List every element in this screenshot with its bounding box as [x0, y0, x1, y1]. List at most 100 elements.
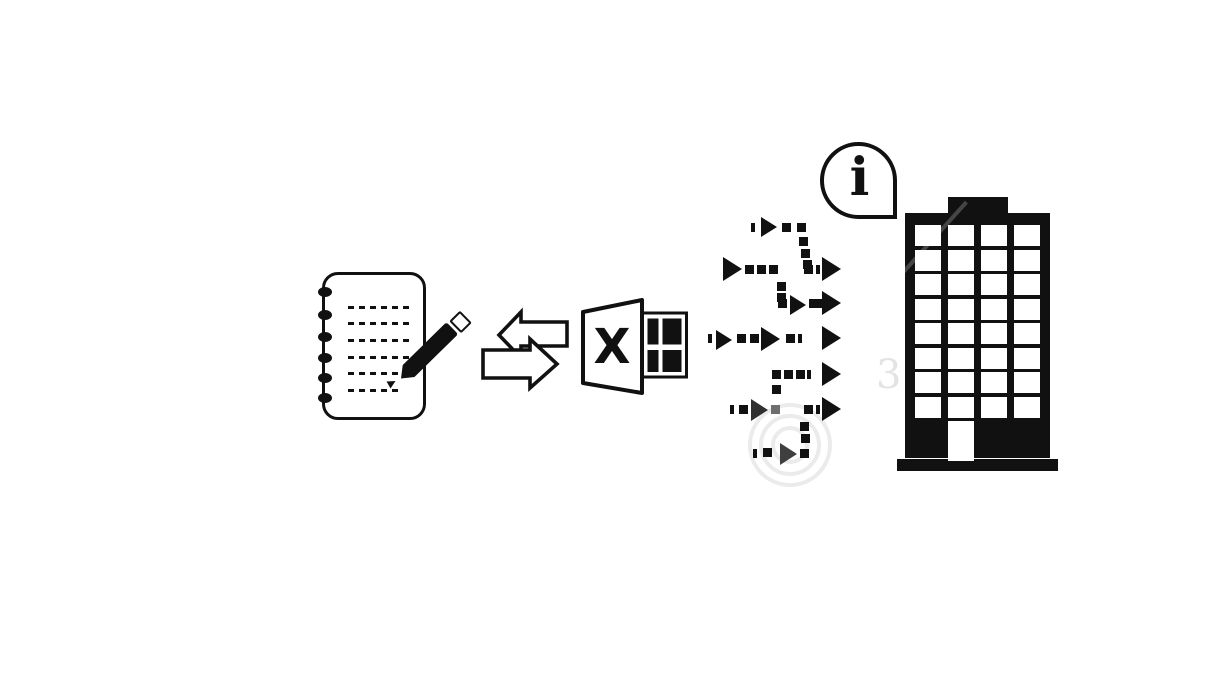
spiral-binding-dot	[318, 373, 332, 383]
building-window	[981, 372, 1007, 393]
note-line	[348, 306, 412, 309]
flow-arrowhead-icon	[822, 257, 841, 281]
flow-dash	[801, 249, 810, 258]
building-window	[981, 396, 1007, 418]
building-window	[1014, 372, 1040, 393]
building-window	[981, 225, 1007, 246]
flow-dash	[753, 449, 757, 458]
building-window	[915, 298, 941, 320]
building-window	[1014, 225, 1040, 246]
flow-dash	[796, 370, 805, 379]
spiral-binding-dot	[318, 332, 332, 342]
notebook-page	[322, 272, 426, 420]
building-base	[897, 459, 1058, 471]
note-line	[348, 356, 412, 359]
building-window	[915, 372, 941, 393]
note-line	[348, 339, 412, 342]
flow-dash	[799, 237, 808, 246]
excel-page	[581, 298, 644, 395]
excel-icon: X	[581, 298, 688, 395]
info-glyph: i	[849, 146, 870, 208]
flow-dash	[777, 293, 786, 302]
flow-dash	[782, 223, 791, 232]
building-window	[981, 347, 1007, 369]
flow-arrowhead-icon	[822, 362, 841, 386]
swap-arrows-icon	[481, 307, 569, 393]
building-door	[948, 421, 974, 461]
building-window	[948, 372, 974, 393]
flow-dash	[784, 370, 793, 379]
flow-arrowhead-icon	[780, 443, 797, 465]
window-pane	[662, 318, 682, 345]
spiral-binding-dot	[318, 287, 332, 297]
flow-arrowhead-icon	[716, 330, 732, 350]
building-window	[915, 249, 941, 271]
flow-dash	[777, 282, 786, 291]
excel-x-glyph: X	[593, 319, 630, 375]
building-window	[915, 274, 941, 295]
building-window	[915, 225, 941, 246]
building-window	[1014, 274, 1040, 295]
building-windows	[915, 225, 1040, 418]
flow-dash	[800, 422, 809, 431]
flow-dash	[818, 299, 822, 308]
building-window	[1014, 323, 1040, 344]
flow-dash	[730, 405, 734, 414]
building-window	[948, 225, 974, 246]
flow-dash	[750, 334, 759, 343]
flow-dash	[737, 334, 746, 343]
building-window	[1014, 249, 1040, 271]
note-line	[348, 372, 412, 375]
spiral-binding-dot	[318, 353, 332, 363]
info-bubble-icon: i	[820, 142, 897, 219]
building-window	[948, 274, 974, 295]
flow-arrowhead-icon	[751, 399, 768, 421]
building-window	[981, 323, 1007, 344]
building-window	[948, 347, 974, 369]
flow-dash	[786, 334, 795, 343]
flow-dash	[772, 370, 781, 379]
window-pane	[662, 350, 682, 372]
flow-arrowhead-icon	[822, 326, 841, 350]
building-window	[948, 298, 974, 320]
building-window	[981, 274, 1007, 295]
flow-dash	[800, 449, 809, 458]
office-building-icon	[896, 197, 1060, 473]
watermark-ring	[748, 403, 832, 487]
building-window	[981, 249, 1007, 271]
note-line	[348, 322, 412, 325]
flow-arrowhead-icon	[723, 257, 742, 281]
flow-dash	[751, 223, 755, 232]
building-window	[915, 396, 941, 418]
watermark-fragment: 3	[876, 352, 902, 398]
flow-dash	[772, 385, 781, 394]
building-window	[1014, 347, 1040, 369]
building-window	[915, 323, 941, 344]
flow-arrowhead-icon	[790, 295, 806, 315]
building-window	[1014, 396, 1040, 418]
flow-arrowhead-icon	[822, 397, 841, 421]
flow-dash	[739, 405, 748, 414]
building-window	[948, 396, 974, 418]
spiral-binding-dot	[318, 393, 332, 403]
arrow-right	[481, 334, 560, 393]
flow-dash	[797, 223, 806, 232]
building-window	[948, 249, 974, 271]
flow-dash	[804, 405, 813, 414]
notebook-pencil-icon	[318, 268, 473, 433]
flow-dash	[798, 334, 802, 343]
flow-dash	[803, 260, 812, 269]
flow-dash	[816, 265, 820, 274]
flow-dash	[778, 299, 787, 308]
building-window	[1014, 298, 1040, 320]
flow-dash	[763, 448, 772, 457]
flow-dash	[745, 265, 754, 274]
flow-dash	[771, 405, 780, 414]
flow-arrowhead-icon	[761, 217, 777, 237]
building-window	[981, 298, 1007, 320]
flow-dash	[769, 265, 778, 274]
flow-arrowhead-icon	[761, 327, 780, 351]
spiral-binding-dot	[318, 310, 332, 320]
building-window	[948, 323, 974, 344]
